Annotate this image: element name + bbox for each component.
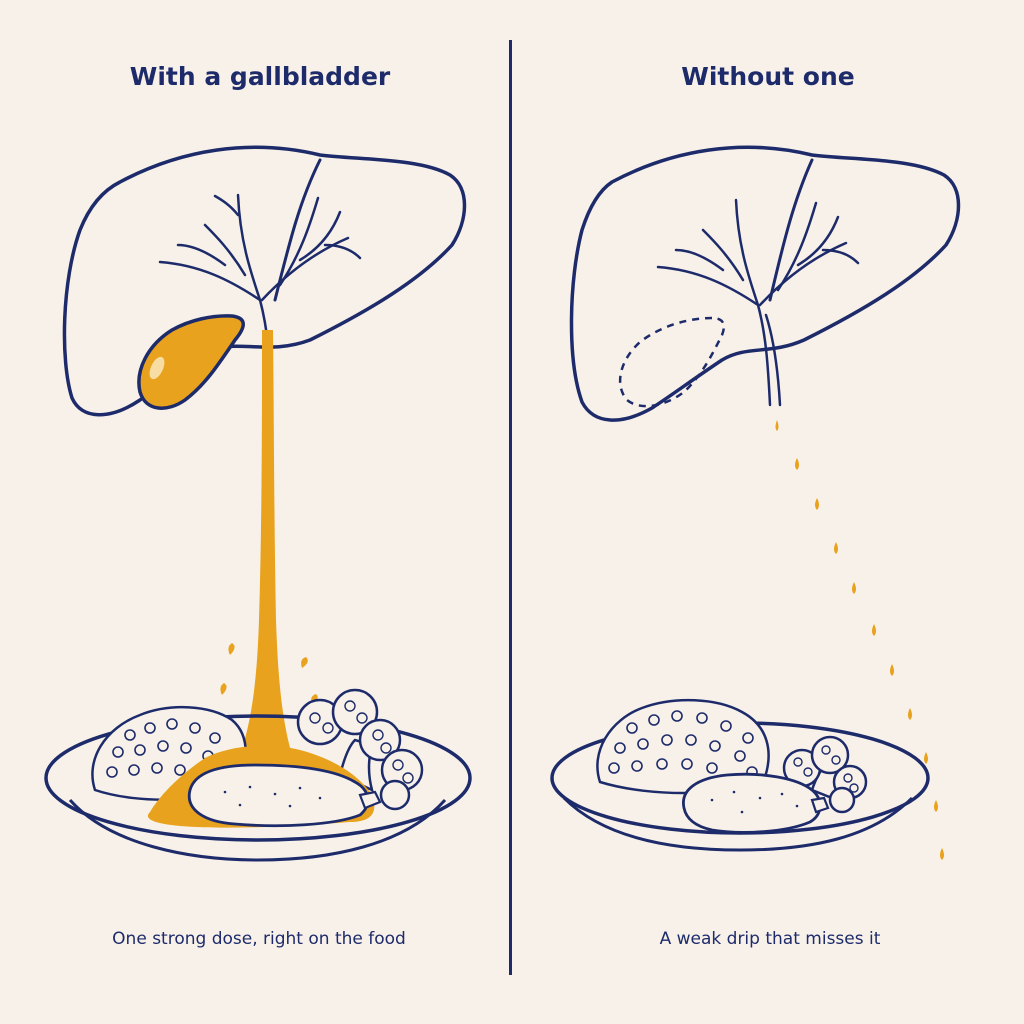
panel-divider xyxy=(509,40,512,975)
missing-gallbladder-outline xyxy=(618,316,726,408)
gallbladder-icon xyxy=(137,314,245,410)
no-gallbladder-diagram xyxy=(550,145,961,860)
bile-stream xyxy=(220,330,318,755)
rice-icon xyxy=(596,698,770,795)
bile-drips xyxy=(775,420,944,860)
liver-icon xyxy=(569,145,961,422)
panel-title: With a gallbladder xyxy=(129,62,391,91)
liver-icon xyxy=(62,145,467,417)
panel-title: Without one xyxy=(681,62,855,91)
panel-caption: One strong dose, right on the food xyxy=(112,929,406,949)
plate-icon xyxy=(44,714,472,862)
broccoli-icon xyxy=(782,735,868,814)
panel-caption: A weak drip that misses it xyxy=(659,929,881,949)
chicken-icon xyxy=(187,763,382,828)
gallbladder-diagram xyxy=(44,145,472,862)
chicken-icon xyxy=(682,772,830,834)
broccoli-icon xyxy=(296,688,424,811)
panel-without-gallbladder: Without one xyxy=(512,0,1024,1024)
bile-duct-branches xyxy=(656,198,860,407)
panel-with-gallbladder: With a gallbladder xyxy=(44,62,472,949)
